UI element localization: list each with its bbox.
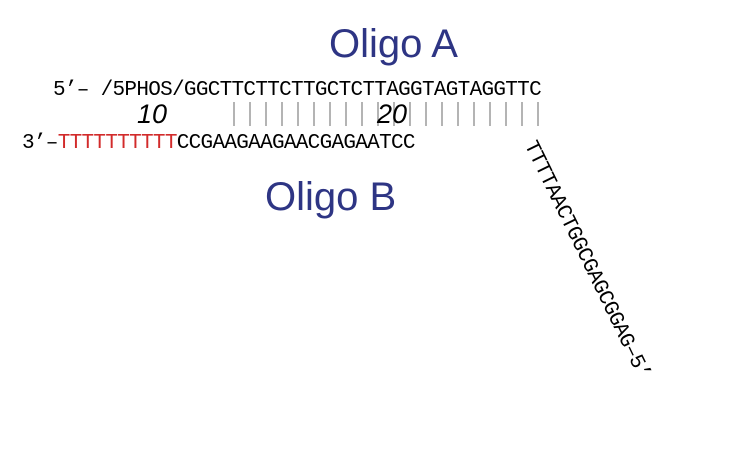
oligo-b-label: Oligo B xyxy=(265,175,397,219)
oligo-b-prefix: 3’– xyxy=(22,132,58,155)
oligo-b-poly-t: TTTTTTTTTT xyxy=(57,132,178,155)
oligo-b-sequence: 3’–TTTTTTTTTTCCGAAGAAGAACGAGAATCC xyxy=(22,133,415,154)
oligo-b-tail: TTTTAACTGGCGAGCGGAG–5’ xyxy=(518,137,654,384)
position-marker-10: 10 xyxy=(137,99,168,129)
oligo-b-tail-wrapper: TTTTAACTGGCGAGCGGAG–5’ xyxy=(518,137,654,384)
position-marker-20: 20 xyxy=(377,99,408,129)
oligo-a-label: Oligo A xyxy=(329,22,458,66)
oligo-a-sequence: 5’– /5PHOS/GGCTTCTTCTTGCTCTTAGGTAGTAGGTT… xyxy=(53,79,542,102)
oligo-b-paired-region: CCGAAGAAGAACGAGAATCC xyxy=(176,132,416,155)
